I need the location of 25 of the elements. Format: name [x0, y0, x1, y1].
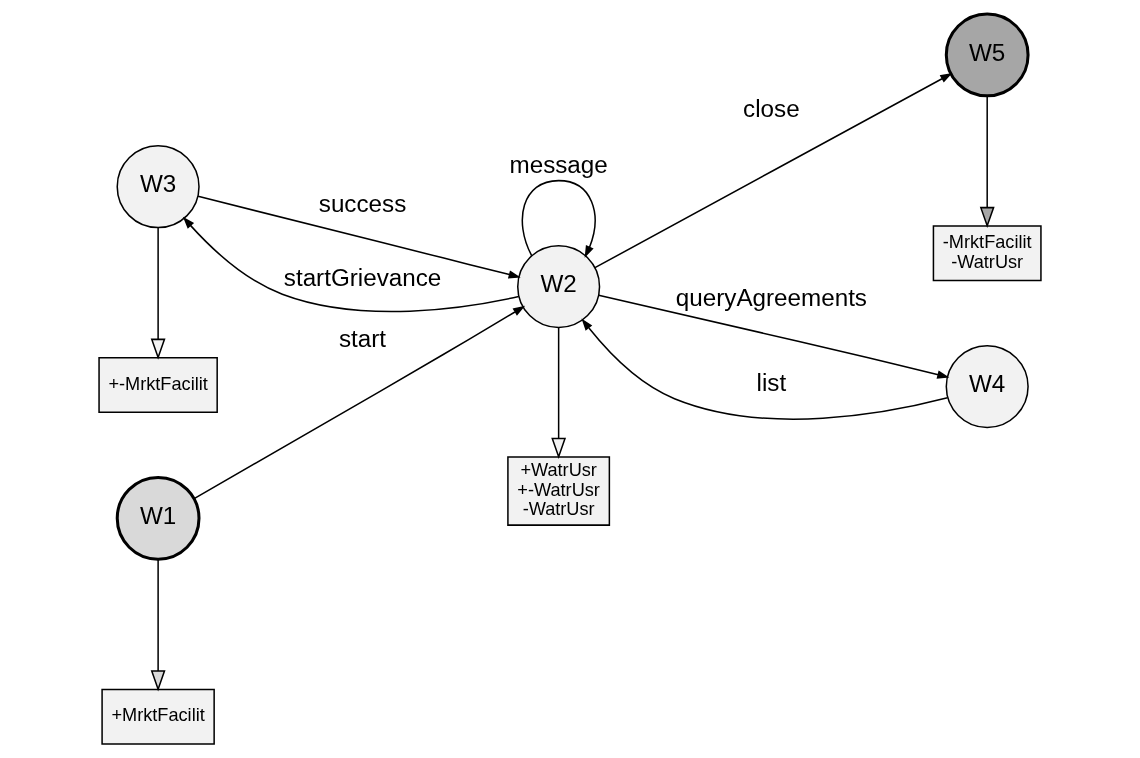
- edge-label: message: [509, 150, 608, 178]
- arrow: [150, 558, 166, 692]
- edge-label: queryAgreements: [675, 284, 867, 312]
- node-box: +MrktFacilit: [101, 688, 215, 745]
- node-circle: W4: [945, 344, 1029, 429]
- arrow: [551, 327, 567, 459]
- arrow: [182, 216, 520, 313]
- edge-label: list: [756, 368, 787, 396]
- node-box: +-MrktFacilit: [98, 357, 218, 414]
- arrow: [597, 294, 950, 379]
- arrow: [581, 318, 949, 420]
- node-circle: W1: [115, 475, 201, 561]
- node-circle: W5: [944, 12, 1030, 98]
- arrow: [197, 195, 521, 279]
- arrow: [193, 305, 526, 500]
- arrow: [979, 95, 995, 229]
- arrow: [150, 227, 166, 360]
- node-box: +WatrUsr +-WatrUsr -WatrUsr: [507, 456, 611, 526]
- edge-label: close: [743, 94, 800, 122]
- edge-label: startGrievance: [283, 264, 442, 292]
- edge-label: start: [338, 324, 387, 352]
- arrow: [594, 73, 953, 269]
- edge-label: success: [318, 190, 407, 218]
- arrow: [521, 179, 596, 258]
- node-box: -MrktFacilit -WatrUsr: [932, 225, 1042, 282]
